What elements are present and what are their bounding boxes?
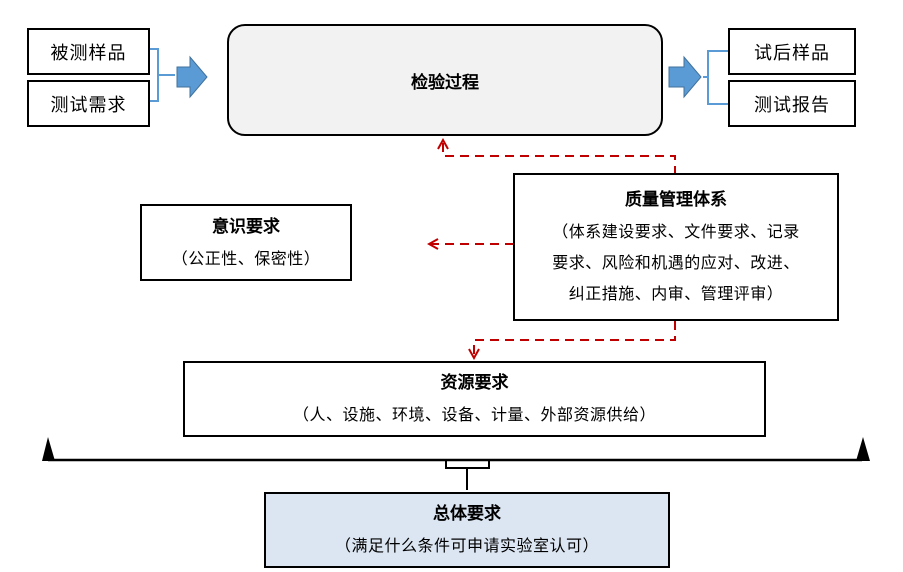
quality-system-line: 要求、风险和机遇的应对、改进、 [552,253,800,272]
awareness-box: 意识要求 （公正性、保密性） [140,204,352,281]
dashed-arrow-to-process [443,140,676,175]
fulcrum-bracket [445,461,490,469]
output-report-box: 测试报告 [728,80,856,127]
awareness-detail: （公正性、保密性） [171,248,321,268]
quality-system-title: 质量管理体系 [625,190,727,210]
output-sample-label: 试后样品 [754,42,830,64]
input-sample-box: 被测样品 [27,28,150,75]
general-title: 总体要求 [433,504,501,524]
awareness-title: 意识要求 [212,216,280,237]
process-title: 检验过程 [411,72,479,93]
beam-right-end-icon [856,437,870,461]
input-bracket [150,48,175,102]
output-sample-box: 试后样品 [728,28,856,75]
quality-system-box: 质量管理体系 （体系建设要求、文件要求、记录 要求、风险和机遇的应对、改进、 纠… [513,173,839,321]
resource-detail: （人、设施、环境、设备、计量、外部资源供给） [292,405,656,424]
general-box: 总体要求 （满足什么条件可申请实验室认可） [264,492,670,568]
input-requirement-label: 测试需求 [50,94,127,116]
quality-system-line: （体系建设要求、文件要求、记录 [552,222,800,241]
output-bracket [703,50,728,105]
output-arrow-icon [668,55,702,99]
process-box: 检验过程 [227,24,663,136]
input-arrow-icon [176,55,208,99]
general-detail: （满足什么条件可申请实验室认可） [334,536,599,555]
beam-left-end-icon [42,437,55,461]
resource-title: 资源要求 [440,373,509,393]
input-sample-label: 被测样品 [50,42,127,64]
input-requirement-box: 测试需求 [27,80,150,127]
quality-system-line: 纠正措施、内审、管理评审） [568,284,784,303]
dashed-arrow-to-resource [474,321,676,358]
output-report-label: 测试报告 [754,94,830,116]
resource-box: 资源要求 （人、设施、环境、设备、计量、外部资源供给） [183,361,766,437]
